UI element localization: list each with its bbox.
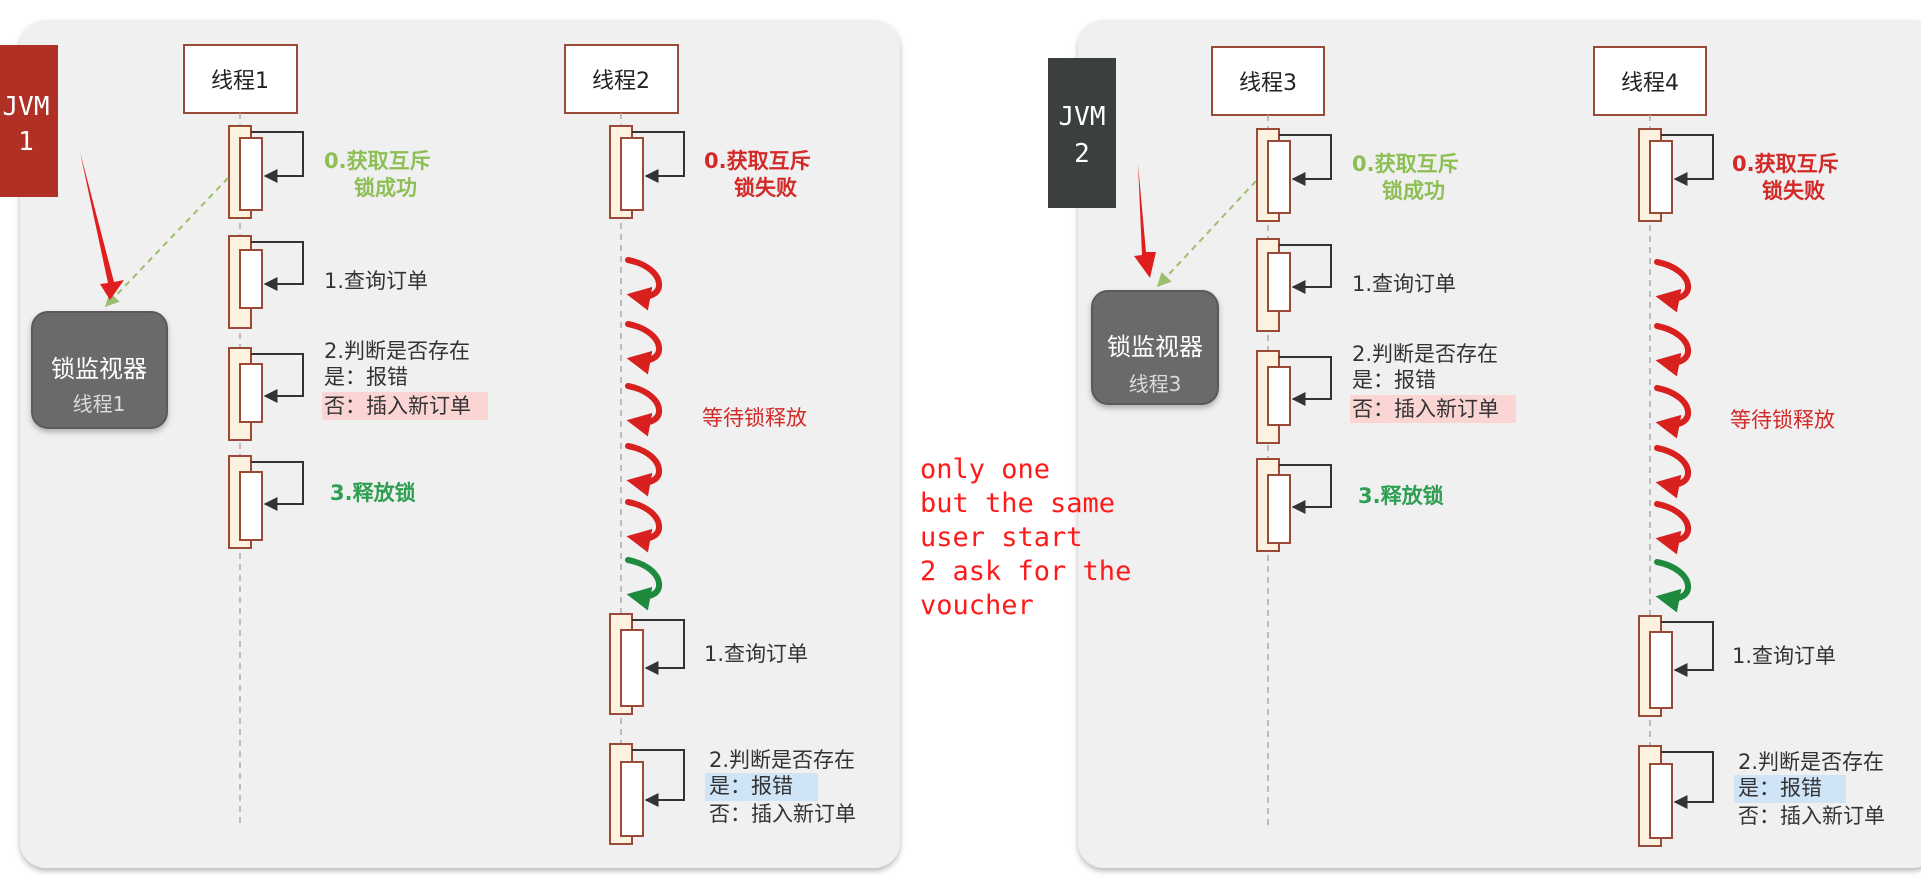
thread-4-name: 线程4 <box>1621 71 1679 96</box>
t3-step2-line3: 否：插入新订单 <box>1352 397 1499 421</box>
thread-4-wait-loops <box>1654 259 1692 613</box>
t4-step2-line2: 是：报错 <box>1738 776 1822 800</box>
t2-step2-highlight <box>705 773 818 801</box>
lock-monitor-2 <box>1091 290 1219 405</box>
t3-step3: 3.释放锁 <box>1358 484 1444 508</box>
lock-monitor-1-title: 锁监视器 <box>51 355 147 383</box>
thread-3-activations <box>1256 128 1332 552</box>
thread-2-name: 线程2 <box>592 69 650 94</box>
thread-3-name: 线程3 <box>1239 71 1297 96</box>
jvm-2-label: JVM <box>1059 102 1106 132</box>
note-line-2: but the same <box>920 488 1115 519</box>
thread-2-wait-loops <box>625 257 663 611</box>
jvm-1-box <box>0 45 58 197</box>
t2-wait-label: 等待锁释放 <box>702 406 807 430</box>
lock-monitor-2-title: 锁监视器 <box>1107 333 1203 361</box>
lock-monitor-1-owner: 线程1 <box>73 392 126 416</box>
red-pointer-arrow-2 <box>1134 164 1156 278</box>
t1-step0-line2: 锁成功 <box>354 176 417 200</box>
panel-2-background <box>1078 20 1921 868</box>
jvm-2-box <box>1048 58 1116 208</box>
panel-1-background <box>20 20 900 868</box>
t1-step2-line1: 2.判断是否存在 <box>324 339 470 363</box>
t4-step2-highlight <box>1734 775 1846 803</box>
t2-step2-line1: 2.判断是否存在 <box>709 748 855 772</box>
t2-step0-line1: 0.获取互斥 <box>704 149 811 173</box>
thread-1-header <box>183 44 298 114</box>
jvm-2-number: 2 <box>1074 139 1090 169</box>
t1-step0-line1: 0.获取互斥 <box>324 149 431 173</box>
t3-step0-line1: 0.获取互斥 <box>1352 152 1459 176</box>
red-pointer-arrow-1 <box>80 152 124 300</box>
lock-monitor-2-owner: 线程3 <box>1129 372 1182 396</box>
t4-step2-line1: 2.判断是否存在 <box>1738 750 1884 774</box>
t4-step2-line3: 否：插入新订单 <box>1738 804 1885 828</box>
t2-step2-line2: 是：报错 <box>709 774 793 798</box>
t4-step1: 1.查询订单 <box>1732 644 1836 668</box>
t3-step2-line2: 是：报错 <box>1352 368 1436 392</box>
t1-step3: 3.释放锁 <box>330 481 416 505</box>
panel-2: JVM 2 锁监视器 线程3 线程3 线程4 0 <box>1048 46 1885 847</box>
t1-step2-line3: 否：插入新订单 <box>324 394 471 418</box>
t1-step2-line2: 是：报错 <box>324 365 408 389</box>
t2-step0-line2: 锁失败 <box>734 176 797 200</box>
thread-1-activations <box>228 125 304 549</box>
t1-step1: 1.查询订单 <box>324 269 428 293</box>
t3-step2-highlight <box>1350 395 1516 423</box>
lock-acquire-arrow-2 <box>1157 180 1257 288</box>
panel-1: JVM 1 锁监视器 线程1 线程1 线程2 0 <box>0 44 856 845</box>
thread-2-header <box>564 44 679 114</box>
t3-step1: 1.查询订单 <box>1352 272 1456 296</box>
lock-monitor-1 <box>31 311 168 429</box>
jvm-1-label: JVM <box>3 92 50 122</box>
t4-step0-line1: 0.获取互斥 <box>1732 152 1839 176</box>
t4-step0-line2: 锁失败 <box>1762 179 1825 203</box>
jvm-1-number: 1 <box>18 127 34 157</box>
thread-2-activations <box>609 125 685 845</box>
thread-3-header <box>1211 46 1325 116</box>
note: only one but the same user start 2 ask f… <box>920 454 1131 621</box>
t4-wait-label: 等待锁释放 <box>1730 408 1835 432</box>
thread-4-activations <box>1638 128 1714 847</box>
t3-step2-line1: 2.判断是否存在 <box>1352 342 1498 366</box>
t2-step1: 1.查询订单 <box>704 642 808 666</box>
note-line-4: 2 ask for the <box>920 556 1131 587</box>
t1-step2-highlight <box>322 392 488 420</box>
t2-step2-line3: 否：插入新订单 <box>709 802 856 826</box>
t3-step0-line2: 锁成功 <box>1382 179 1445 203</box>
thread-1-name: 线程1 <box>211 69 269 94</box>
note-line-1: only one <box>920 454 1050 485</box>
lock-acquire-arrow-1 <box>105 177 229 308</box>
note-line-3: user start <box>920 522 1083 553</box>
note-line-5: voucher <box>920 590 1034 621</box>
